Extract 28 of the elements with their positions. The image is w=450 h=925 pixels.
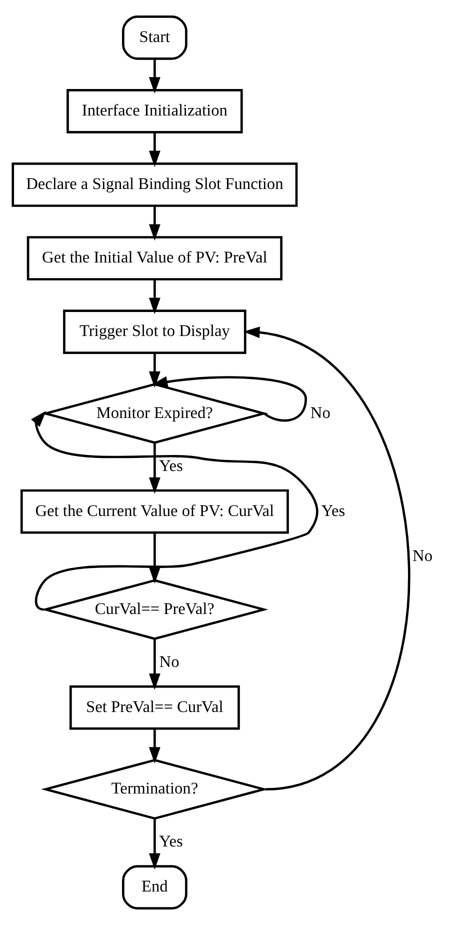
arrow xyxy=(148,280,160,314)
node-box: Declare a Signal Binding Slot Function xyxy=(12,162,298,207)
edge-label: No xyxy=(159,652,180,671)
arrow xyxy=(148,59,160,94)
node-box: Set PreVal== CurVal xyxy=(69,685,240,730)
arrow xyxy=(148,818,160,870)
node-box: End xyxy=(122,865,188,910)
edge-label: No xyxy=(310,402,330,422)
arrow xyxy=(148,206,160,241)
node-box: Get the Current Value of PV: CurVal xyxy=(20,489,289,534)
edge-label: Yes xyxy=(159,456,183,475)
arrow xyxy=(148,532,160,584)
node-box: Get the Initial Value of PV: PreVal xyxy=(26,236,282,280)
node-box: Trigger Slot to Display xyxy=(63,310,246,354)
edge-label: Yes xyxy=(159,832,183,851)
arrow xyxy=(148,728,160,764)
arrow xyxy=(243,326,410,790)
arrow xyxy=(148,352,160,388)
node-diamond: Termination? xyxy=(41,758,268,820)
arrow xyxy=(148,132,160,168)
edge-label: Yes xyxy=(321,500,346,520)
node-diamond: CurVal== PreVal? xyxy=(41,579,268,640)
node-box: Interface Initialization xyxy=(66,89,243,134)
node-box: Start xyxy=(122,16,188,60)
arrow xyxy=(148,638,160,690)
arrow xyxy=(31,410,318,611)
arrow xyxy=(148,442,160,494)
edge-label: No xyxy=(412,546,433,565)
